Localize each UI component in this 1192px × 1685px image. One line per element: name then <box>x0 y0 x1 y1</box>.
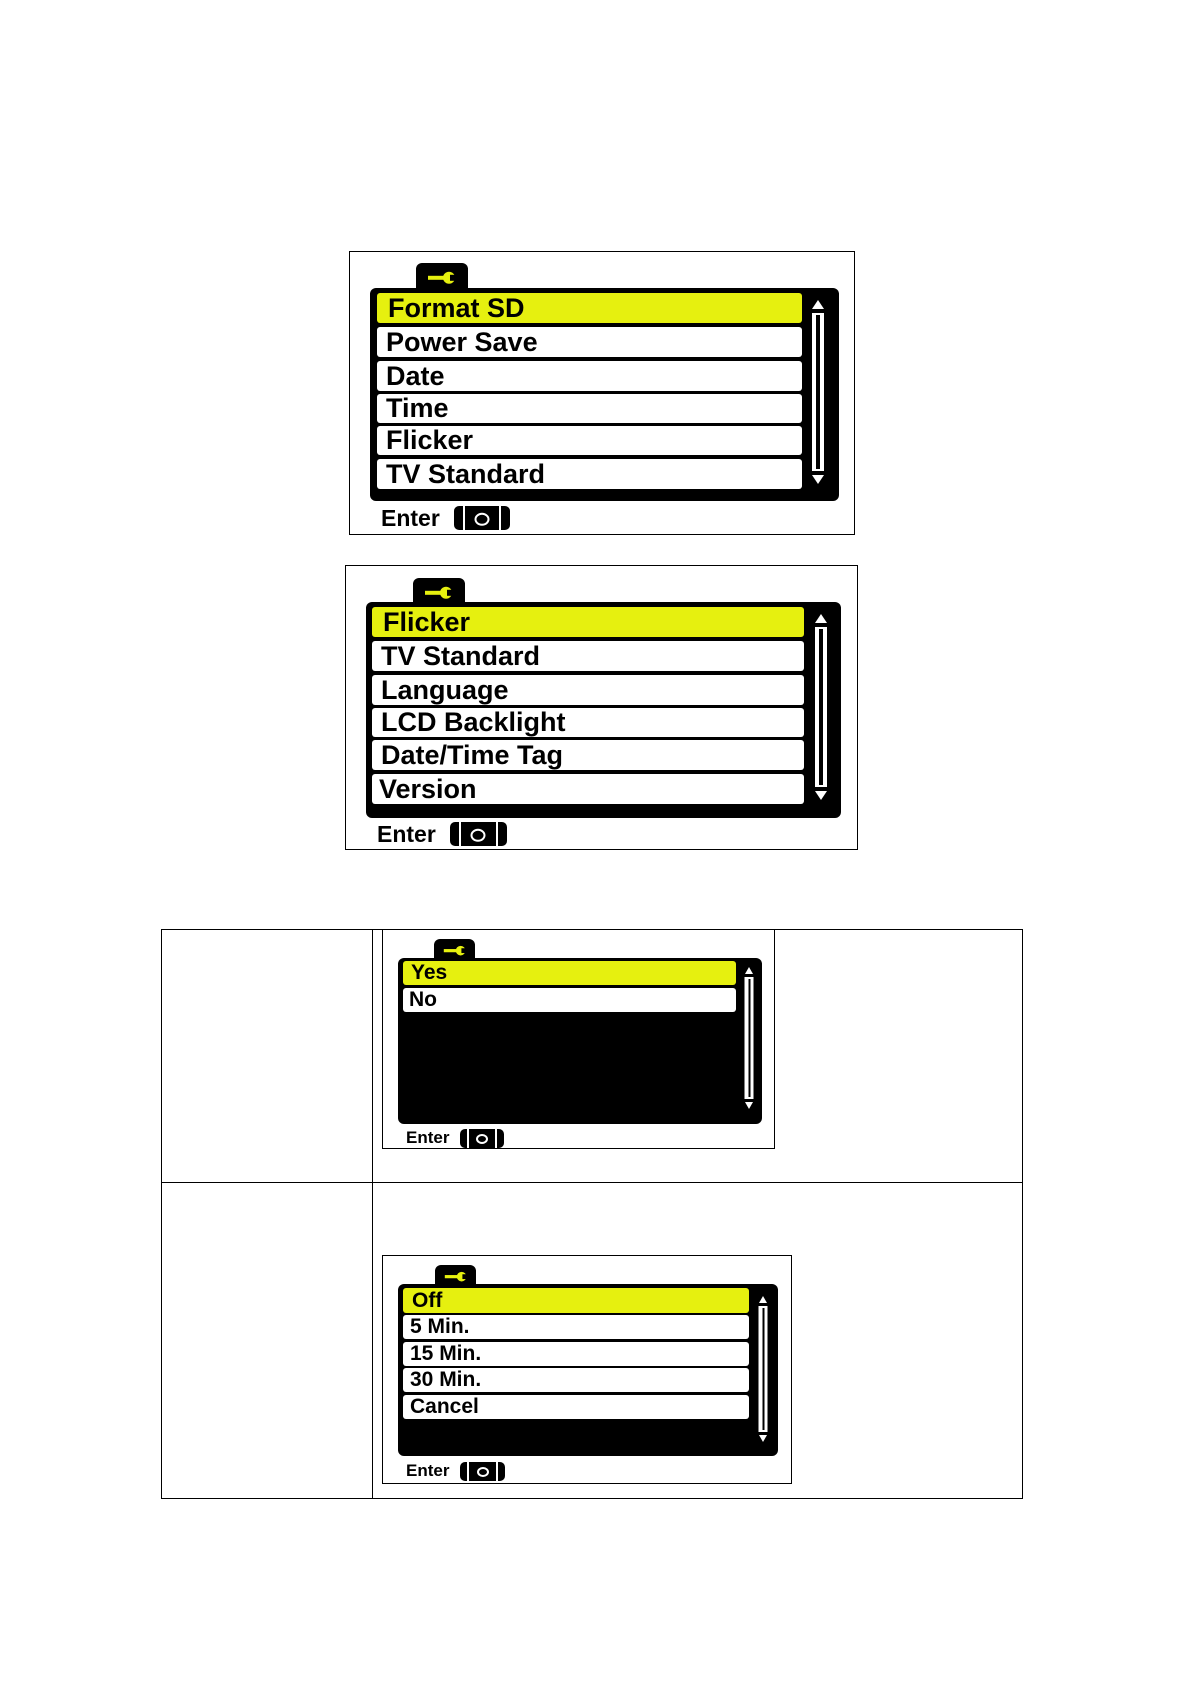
menu-item-date[interactable]: Date <box>377 361 802 391</box>
menu-screen: Off 5 Min. 15 Min. 30 Min. Cancel <box>398 1284 778 1456</box>
camera-icon[interactable] <box>460 1462 505 1481</box>
menu-list: Yes No <box>403 961 736 1016</box>
scroll-track[interactable] <box>745 977 754 1099</box>
menu-panel-power-save: Off 5 Min. 15 Min. 30 Min. Cancel Enter <box>382 1255 792 1484</box>
enter-label: Enter <box>377 821 436 848</box>
menu-item-format-sd[interactable]: Format SD <box>377 293 802 323</box>
menu-item-no[interactable]: No <box>403 988 736 1012</box>
menu-item-power-save[interactable]: Power Save <box>377 327 802 357</box>
menu-item-15-min[interactable]: 15 Min. <box>403 1342 749 1366</box>
menu-footer: Enter <box>406 1128 504 1148</box>
scroll-down-arrow-icon[interactable] <box>745 1102 753 1109</box>
scroll-track[interactable] <box>812 313 824 471</box>
menu-item-tv-standard[interactable]: TV Standard <box>377 459 802 489</box>
camera-icon[interactable] <box>450 822 507 846</box>
scrollbar[interactable] <box>807 300 829 486</box>
scroll-track[interactable] <box>759 1306 768 1432</box>
scroll-down-arrow-icon[interactable] <box>759 1435 767 1442</box>
wrench-icon <box>444 1270 468 1283</box>
scroll-down-arrow-icon[interactable] <box>812 475 824 484</box>
menu-list: Flicker TV Standard Language LCD Backlig… <box>372 607 804 811</box>
menu-item-version[interactable]: Version <box>372 774 804 804</box>
scroll-down-arrow-icon[interactable] <box>815 791 827 800</box>
camera-icon[interactable] <box>460 1129 504 1148</box>
menu-panel-format-confirm: Yes No Enter <box>382 929 775 1149</box>
menu-item-time[interactable]: Time <box>377 394 802 423</box>
menu-screen: Flicker TV Standard Language LCD Backlig… <box>366 602 841 818</box>
menu-footer: Enter <box>406 1461 505 1481</box>
table-cell-label <box>162 1183 373 1499</box>
menu-item-yes[interactable]: Yes <box>403 961 736 985</box>
menu-item-30-min[interactable]: 30 Min. <box>403 1368 749 1392</box>
menu-item-tv-standard[interactable]: TV Standard <box>372 641 804 671</box>
wrench-icon <box>443 944 467 957</box>
menu-item-date-time-tag[interactable]: Date/Time Tag <box>372 740 804 770</box>
menu-footer: Enter <box>377 821 507 847</box>
enter-label: Enter <box>406 1128 449 1148</box>
scrollbar[interactable] <box>741 967 757 1109</box>
scroll-up-arrow-icon[interactable] <box>745 967 753 974</box>
menu-item-off[interactable]: Off <box>403 1288 749 1313</box>
scroll-up-arrow-icon[interactable] <box>812 300 824 309</box>
wrench-icon <box>424 585 454 601</box>
scrollbar[interactable] <box>755 1296 771 1442</box>
scroll-track[interactable] <box>815 627 827 787</box>
menu-item-flicker[interactable]: Flicker <box>372 607 804 637</box>
menu-list: Off 5 Min. 15 Min. 30 Min. Cancel <box>403 1288 749 1423</box>
camera-icon[interactable] <box>454 506 510 530</box>
enter-label: Enter <box>381 505 440 532</box>
menu-screen: Format SD Power Save Date Time Flicker T… <box>370 288 839 501</box>
menu-panel-setup-1: Format SD Power Save Date Time Flicker T… <box>349 251 855 535</box>
menu-item-flicker[interactable]: Flicker <box>377 426 802 455</box>
menu-item-cancel[interactable]: Cancel <box>403 1395 749 1419</box>
menu-list: Format SD Power Save Date Time Flicker T… <box>377 293 802 493</box>
menu-item-language[interactable]: Language <box>372 675 804 705</box>
menu-item-5-min[interactable]: 5 Min. <box>403 1315 749 1339</box>
table-cell-label <box>162 930 373 1183</box>
enter-label: Enter <box>406 1461 449 1481</box>
scrollbar[interactable] <box>810 614 832 802</box>
menu-footer: Enter <box>381 505 510 531</box>
wrench-icon <box>427 270 457 286</box>
menu-item-lcd-backlight[interactable]: LCD Backlight <box>372 708 804 737</box>
menu-panel-setup-2: Flicker TV Standard Language LCD Backlig… <box>345 565 858 850</box>
menu-screen: Yes No <box>398 958 762 1124</box>
menu-tab <box>416 263 468 291</box>
scroll-up-arrow-icon[interactable] <box>815 614 827 623</box>
scroll-up-arrow-icon[interactable] <box>759 1296 767 1303</box>
